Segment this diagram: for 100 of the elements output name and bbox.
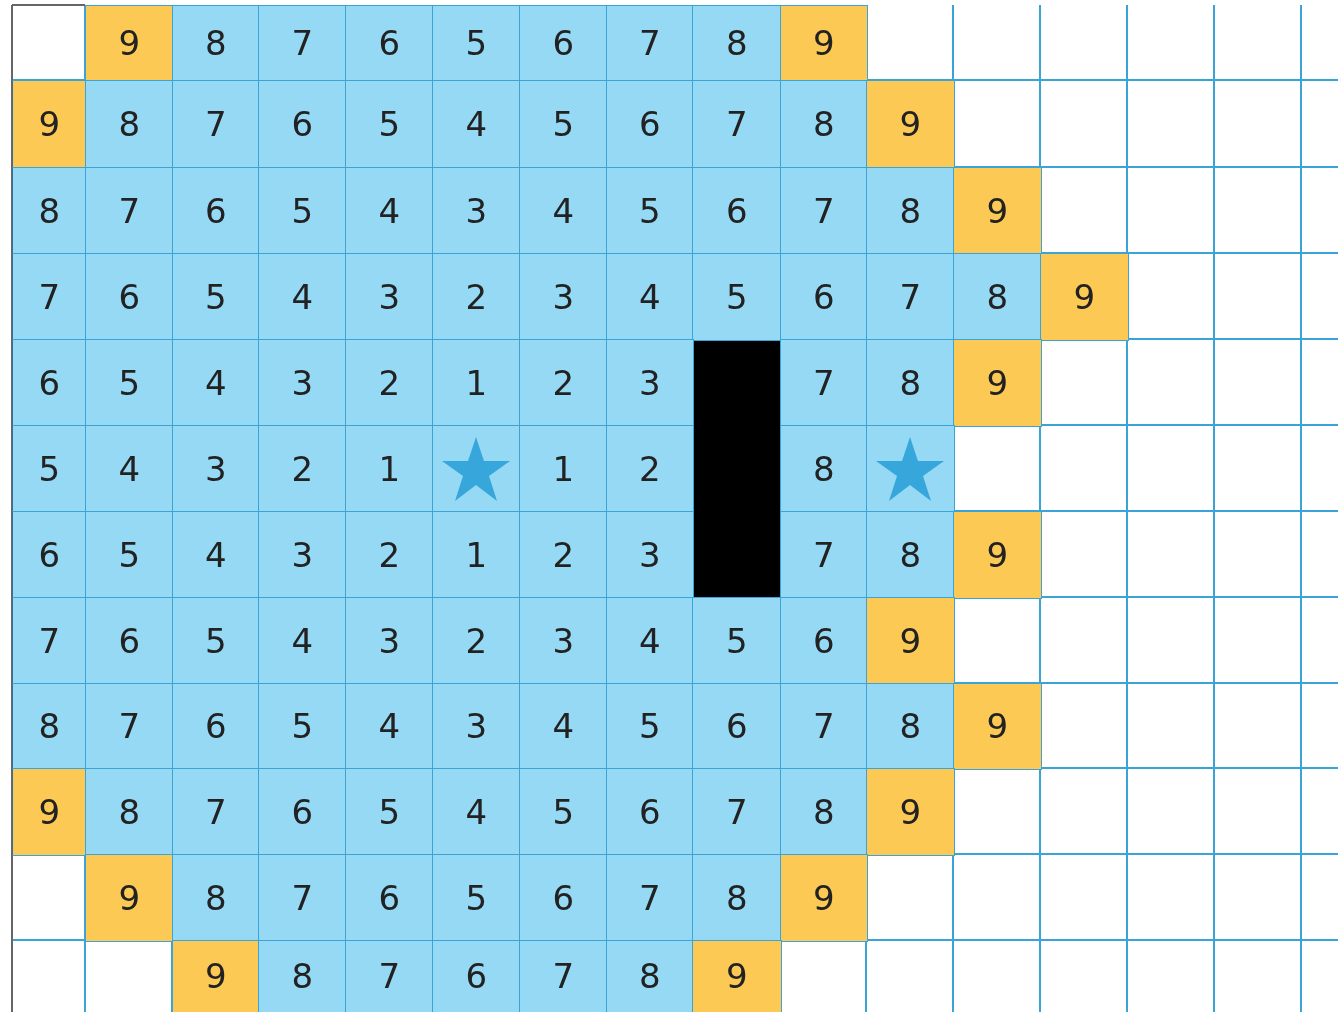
number-cell: 5 bbox=[606, 167, 694, 255]
number-cell: 3 bbox=[258, 511, 347, 599]
number-cell: 5 bbox=[172, 597, 260, 685]
number-cell: 4 bbox=[519, 167, 608, 255]
number-cell: 8 bbox=[866, 167, 955, 255]
number-cell: 4 bbox=[432, 768, 521, 856]
number-cell: 7 bbox=[258, 5, 347, 82]
number-cell: 8 bbox=[780, 80, 868, 169]
number-cell: 9 bbox=[780, 5, 868, 82]
number-cell: 9 bbox=[866, 768, 955, 856]
number-cell: 5 bbox=[606, 683, 694, 770]
number-cell: 7 bbox=[345, 940, 434, 1012]
number-cell: 6 bbox=[345, 5, 434, 82]
number-cell: 7 bbox=[692, 768, 782, 856]
number-cell: 3 bbox=[345, 597, 434, 685]
number-cell: 4 bbox=[606, 597, 694, 685]
number-cell: 5 bbox=[172, 253, 260, 341]
number-cell: 8 bbox=[866, 511, 955, 599]
number-cell: 4 bbox=[258, 253, 347, 341]
number-cell: 9 bbox=[866, 597, 955, 685]
number-cell: 2 bbox=[519, 511, 608, 599]
number-cell: 5 bbox=[258, 167, 347, 255]
number-cell: 3 bbox=[606, 339, 694, 427]
number-cell: 7 bbox=[12, 597, 87, 685]
number-cell: 1 bbox=[432, 339, 521, 427]
number-cell: 9 bbox=[85, 5, 174, 82]
number-cell: 6 bbox=[519, 854, 608, 942]
number-cell: 8 bbox=[780, 768, 868, 856]
number-cell: 6 bbox=[12, 511, 87, 599]
number-cell: 2 bbox=[606, 425, 694, 513]
number-cell: 2 bbox=[432, 253, 521, 341]
number-cell: 2 bbox=[345, 511, 434, 599]
number-cell: 8 bbox=[172, 5, 260, 82]
number-cell: 6 bbox=[519, 5, 608, 82]
number-cell: 5 bbox=[692, 597, 782, 685]
number-cell: 8 bbox=[692, 854, 782, 942]
number-cell: 1 bbox=[519, 425, 608, 513]
number-cell: 9 bbox=[780, 854, 868, 942]
number-cell: 9 bbox=[12, 768, 87, 856]
number-cell: 9 bbox=[953, 511, 1042, 599]
number-cell: 9 bbox=[1040, 253, 1129, 341]
number-cell: 6 bbox=[345, 854, 434, 942]
number-cell: 8 bbox=[12, 167, 87, 255]
number-cell: 5 bbox=[345, 80, 434, 169]
number-cell: 3 bbox=[172, 425, 260, 513]
number-cell: 7 bbox=[258, 854, 347, 942]
number-cell: 5 bbox=[12, 425, 87, 513]
number-cell: 8 bbox=[866, 339, 955, 427]
number-cell: 6 bbox=[780, 597, 868, 685]
number-cell: 2 bbox=[258, 425, 347, 513]
number-cell: 2 bbox=[432, 597, 521, 685]
number-cell: 5 bbox=[85, 511, 174, 599]
number-cell: 6 bbox=[692, 167, 782, 255]
number-cell: 3 bbox=[519, 253, 608, 341]
number-cell: 9 bbox=[172, 940, 260, 1012]
number-cell: 4 bbox=[172, 339, 260, 427]
number-cell: 9 bbox=[953, 339, 1042, 427]
number-cell: 8 bbox=[780, 425, 868, 513]
number-cell: 4 bbox=[345, 167, 434, 255]
number-cell: 8 bbox=[85, 80, 174, 169]
number-cell: 2 bbox=[519, 339, 608, 427]
number-cell: 8 bbox=[606, 940, 694, 1012]
number-cell: 8 bbox=[953, 253, 1042, 341]
number-cell: 4 bbox=[85, 425, 174, 513]
number-cell: 9 bbox=[12, 80, 87, 169]
number-cell: 6 bbox=[172, 683, 260, 770]
number-cell: 3 bbox=[258, 339, 347, 427]
number-cell: 7 bbox=[12, 253, 87, 341]
number-cell: 4 bbox=[258, 597, 347, 685]
number-cell: 6 bbox=[258, 80, 347, 169]
number-cell: 8 bbox=[866, 683, 955, 770]
number-cell: 6 bbox=[606, 768, 694, 856]
number-cell: 1 bbox=[345, 425, 434, 513]
number-cell: 5 bbox=[258, 683, 347, 770]
number-cell: 6 bbox=[432, 940, 521, 1012]
number-cell: 9 bbox=[692, 940, 782, 1012]
number-cell: 5 bbox=[85, 339, 174, 427]
number-cell: 2 bbox=[345, 339, 434, 427]
number-cell: 9 bbox=[85, 854, 174, 942]
number-cell: 5 bbox=[345, 768, 434, 856]
number-cell: 3 bbox=[432, 683, 521, 770]
number-cell: 4 bbox=[432, 80, 521, 169]
number-cell: 8 bbox=[172, 854, 260, 942]
number-cell: 3 bbox=[345, 253, 434, 341]
number-cell: 1 bbox=[432, 511, 521, 599]
number-cell: 7 bbox=[606, 854, 694, 942]
number-cell: 7 bbox=[606, 5, 694, 82]
number-cell: 3 bbox=[432, 167, 521, 255]
number-cell: 8 bbox=[692, 5, 782, 82]
number-cell: 5 bbox=[692, 253, 782, 341]
number-cell: 6 bbox=[85, 597, 174, 685]
number-cell: 5 bbox=[432, 854, 521, 942]
number-cell: 7 bbox=[172, 80, 260, 169]
number-cell: 8 bbox=[258, 940, 347, 1012]
number-cell: 5 bbox=[519, 80, 608, 169]
number-cell: 6 bbox=[780, 253, 868, 341]
number-cell: 7 bbox=[780, 167, 868, 255]
number-cell: 7 bbox=[866, 253, 955, 341]
number-cell: 7 bbox=[172, 768, 260, 856]
number-cell: 9 bbox=[953, 167, 1042, 255]
